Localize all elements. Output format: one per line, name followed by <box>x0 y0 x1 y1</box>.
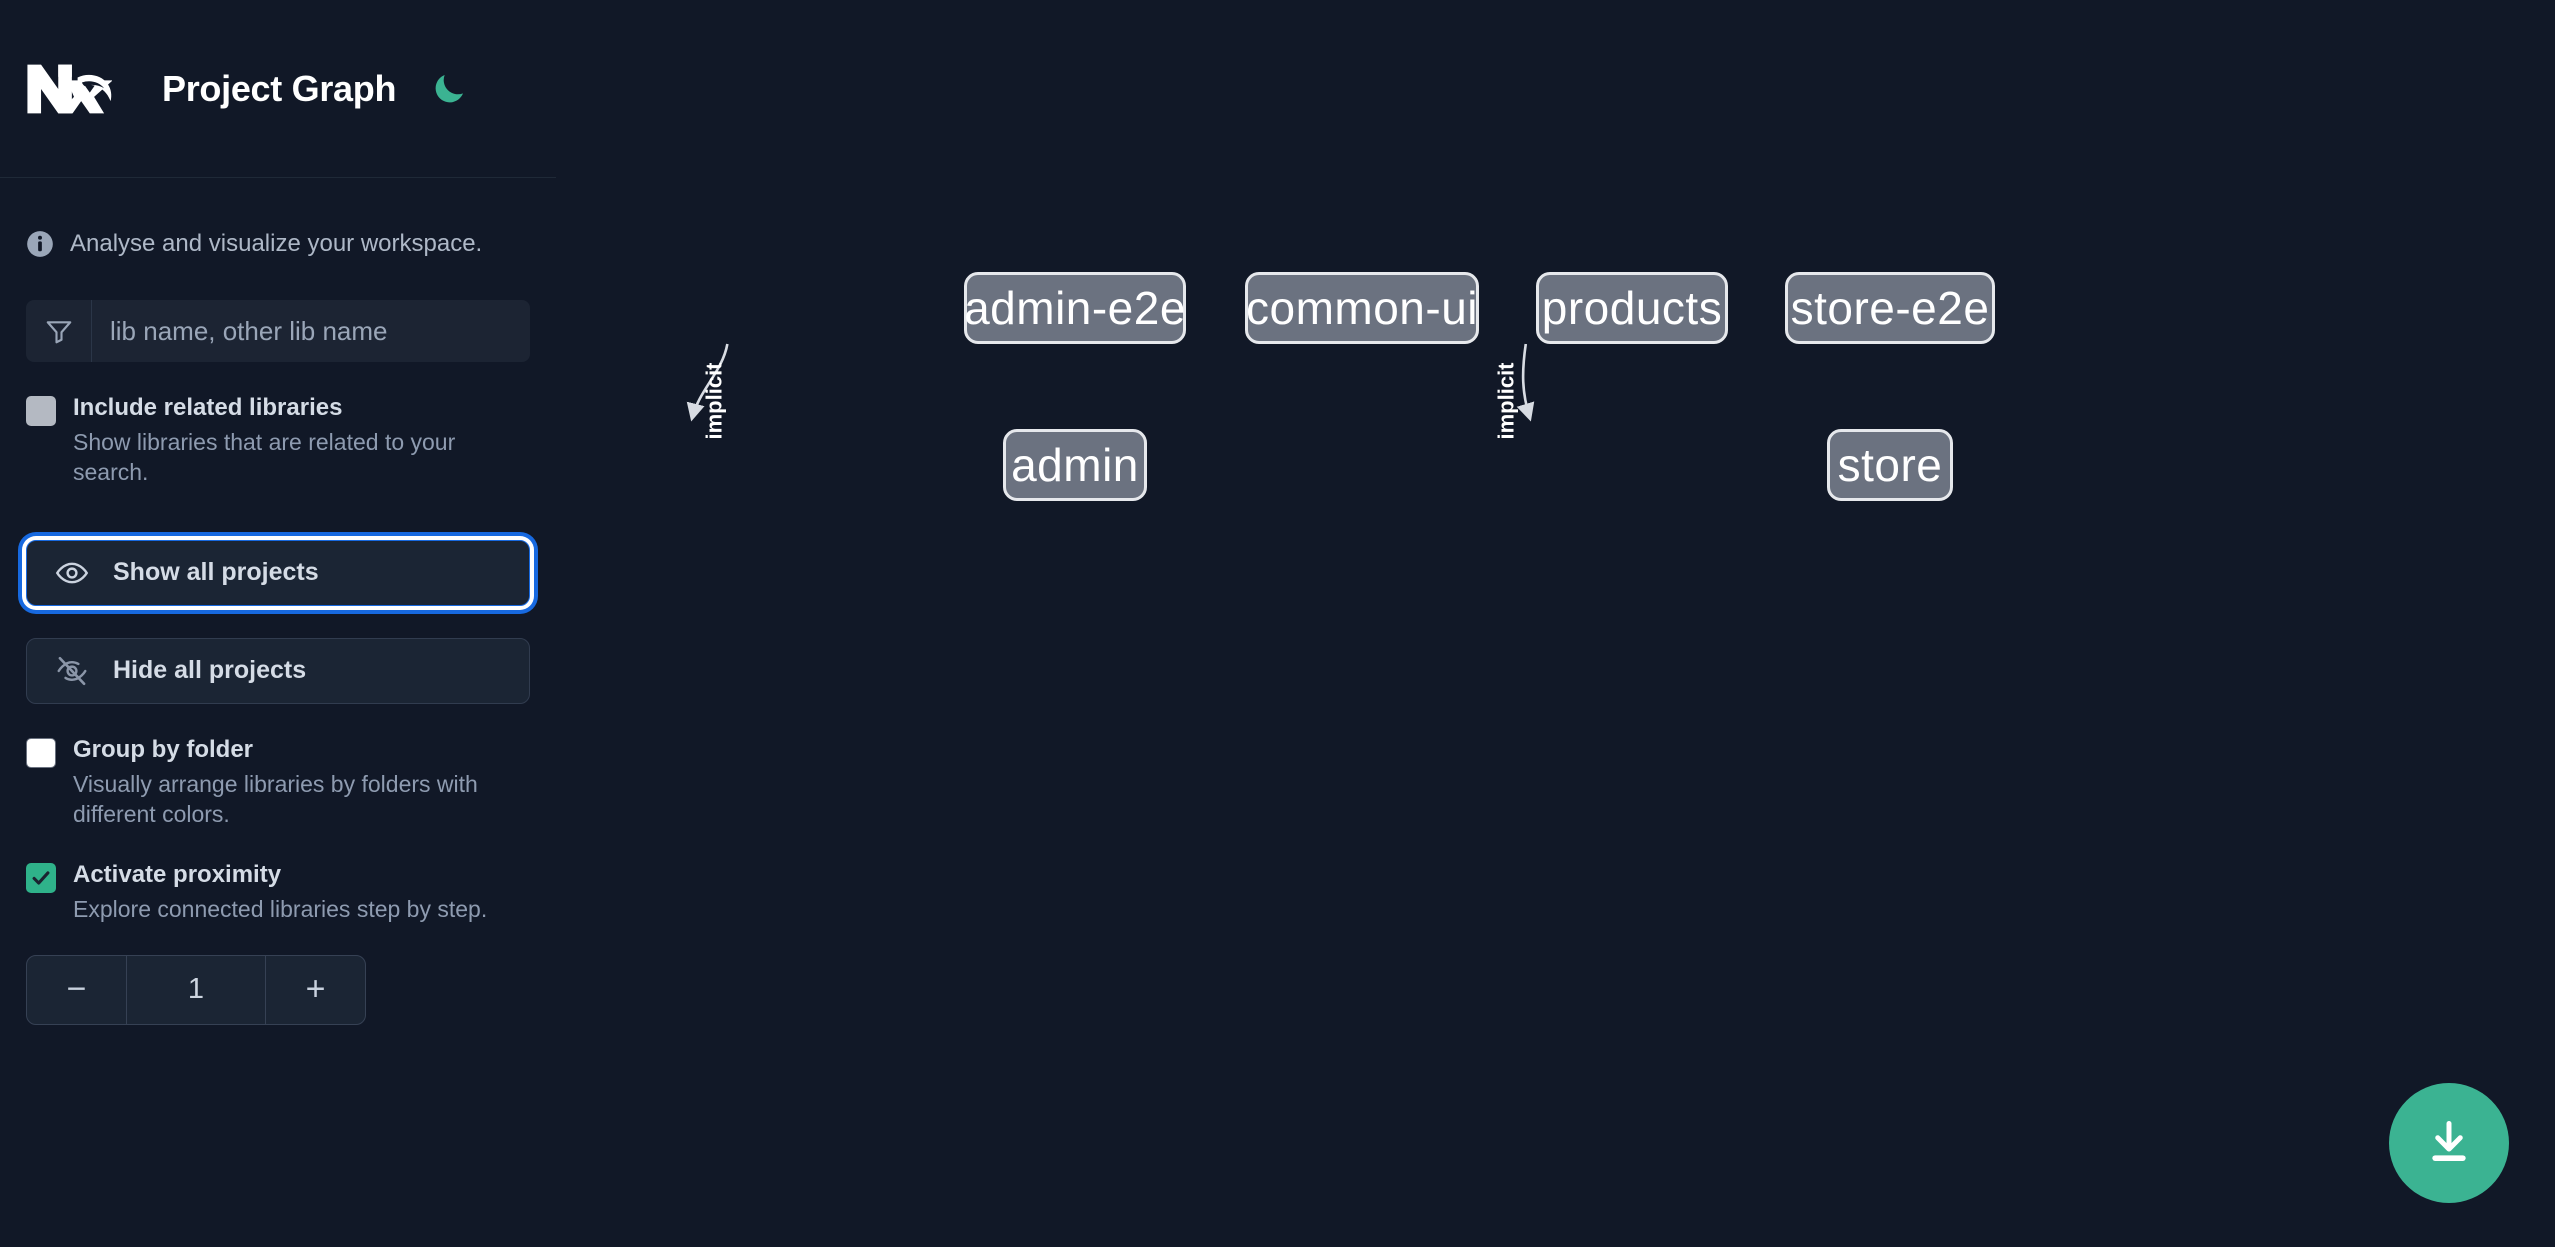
option-description: Show libraries that are related to your … <box>73 429 456 486</box>
graph-node-store-e2e[interactable]: store-e2e <box>1785 272 1995 344</box>
sidebar: Project Graph Analyse and visualize your… <box>0 0 556 1247</box>
graph-canvas[interactable]: admin-e2e common-ui products store-e2e a… <box>556 0 2555 1247</box>
eye-slash-icon <box>55 654 89 688</box>
workspace-description: Analyse and visualize your workspace. <box>0 178 556 278</box>
proximity-increment-button[interactable]: + <box>265 955 365 1024</box>
checkbox-group-by-folder[interactable] <box>26 737 56 768</box>
search-field[interactable] <box>26 300 530 362</box>
graph-node-admin-e2e[interactable]: admin-e2e <box>964 272 1186 344</box>
option-body: Group by folder Visually arrange librari… <box>73 736 513 830</box>
sidebar-header: Project Graph <box>0 0 556 178</box>
hide-all-projects-label: Hide all projects <box>113 656 307 685</box>
edge-admin-e2e-to-admin <box>686 343 729 422</box>
option-description: Explore connected libraries step by step… <box>73 896 488 923</box>
proximity-value: 1 <box>187 973 205 1006</box>
info-icon <box>27 231 53 257</box>
download-icon <box>2432 1121 2466 1161</box>
graph-node-products[interactable]: products <box>1536 272 1728 344</box>
option-description: Visually arrange libraries by folders wi… <box>73 770 478 828</box>
checkbox-activate-proximity[interactable] <box>26 863 56 894</box>
option-activate-proximity[interactable]: Activate proximity Explore connected lib… <box>26 861 530 924</box>
checkbox-include-related-libraries[interactable] <box>26 396 56 426</box>
moon-icon <box>435 74 464 102</box>
option-title: Group by folder <box>73 735 253 763</box>
nx-logo-icon <box>27 64 112 113</box>
edge-store-e2e-to-store <box>1516 343 1535 422</box>
graph-node-common-ui[interactable]: common-ui <box>1245 272 1479 344</box>
filter-icon <box>46 321 71 344</box>
sidebar-body: Include related libraries Show libraries… <box>0 300 556 1025</box>
eye-icon <box>55 556 89 590</box>
option-body: Include related libraries Show libraries… <box>73 394 513 488</box>
page-title: Project Graph <box>162 67 397 109</box>
search-input[interactable] <box>92 300 530 362</box>
graph-edges-layer <box>686 343 1535 422</box>
theme-toggle-button[interactable] <box>426 66 472 112</box>
download-graph-button[interactable] <box>2389 1083 2509 1203</box>
option-title: Activate proximity <box>73 861 282 889</box>
option-title: Include related libraries <box>73 394 343 421</box>
show-all-projects-button[interactable]: Show all projects <box>26 539 530 606</box>
graph-node-store[interactable]: store <box>1827 429 1953 501</box>
hide-all-projects-button[interactable]: Hide all projects <box>26 637 530 704</box>
option-group-by-folder[interactable]: Group by folder Visually arrange librari… <box>26 736 530 830</box>
option-include-related-libraries[interactable]: Include related libraries Show libraries… <box>26 394 530 488</box>
check-icon <box>32 871 50 886</box>
option-body: Activate proximity Explore connected lib… <box>73 861 487 924</box>
filter-icon-container <box>26 300 92 362</box>
proximity-decrement-button[interactable]: − <box>27 955 127 1024</box>
graph-node-admin[interactable]: admin <box>1003 429 1147 501</box>
proximity-stepper[interactable]: − 1 + <box>26 954 366 1025</box>
show-all-projects-label: Show all projects <box>113 558 319 587</box>
workspace-description-text: Analyse and visualize your workspace. <box>70 230 483 257</box>
